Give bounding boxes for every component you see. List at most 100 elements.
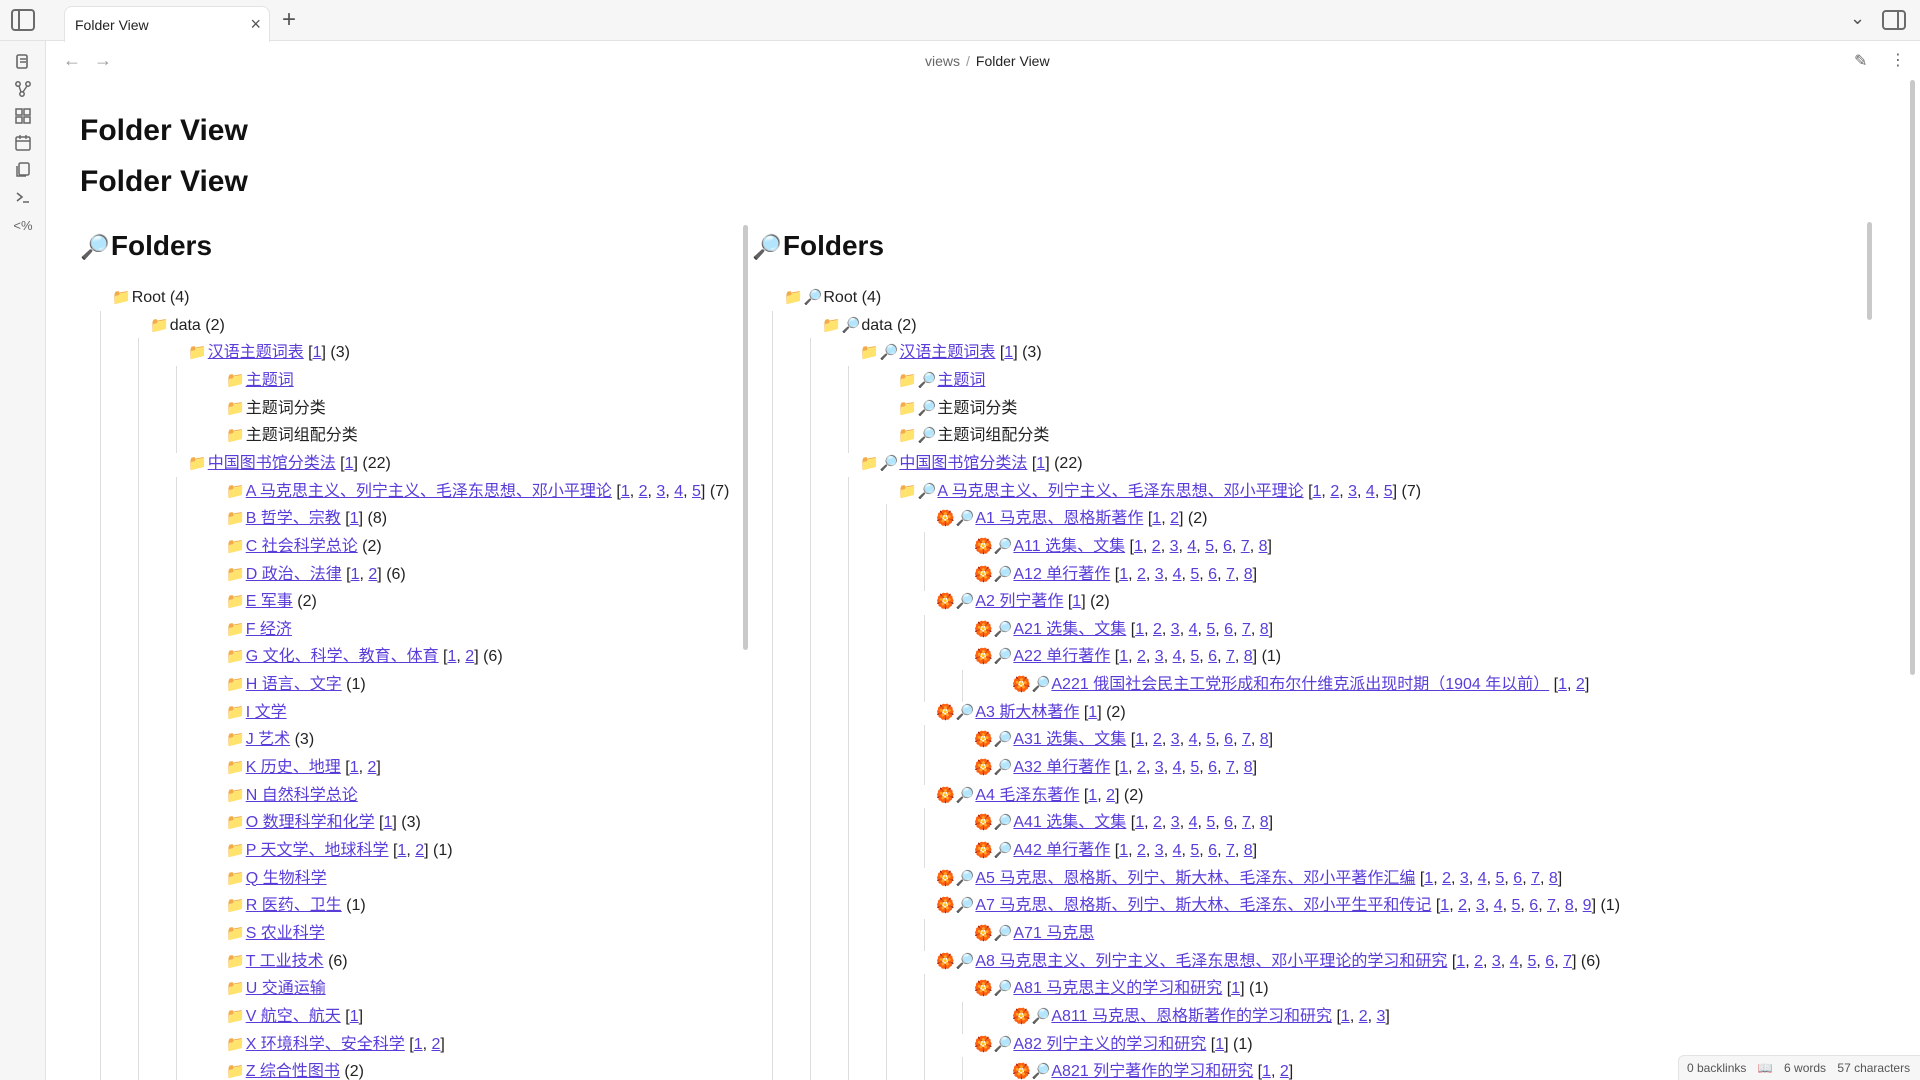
ref-link[interactable]: 4 [1172,842,1182,859]
folder-label[interactable]: A4 毛泽东著作 [975,786,1080,804]
folder-label[interactable]: A2 列宁著作 [975,593,1064,611]
folder-label[interactable]: E 军事 [245,593,293,611]
magnifier-icon[interactable]: 🔎 [993,537,1013,555]
ref-link[interactable]: 8 [1548,869,1558,887]
ref-link[interactable]: 5 [1190,759,1200,777]
ref-link[interactable]: 2 [1136,759,1146,777]
folder-label[interactable]: R 医药、卫生 [245,897,342,915]
ref-link[interactable]: 6 [1208,842,1218,859]
ref-link[interactable]: 1 [397,842,407,859]
magnifier-icon[interactable]: 🔎 [1031,1007,1051,1025]
ref-link[interactable]: 6 [1513,869,1523,887]
magnifier-icon[interactable]: 🔎 [955,952,975,970]
more-options-icon[interactable]: ⋮ [1890,52,1906,69]
folder-label[interactable]: A11 选集、文集 [1013,537,1126,555]
ref-link[interactable]: 2 [1330,482,1340,500]
ref-link[interactable]: 2 [1279,1063,1289,1080]
ref-link[interactable]: 1 [1088,703,1098,721]
ref-link[interactable]: 2 [1152,814,1162,832]
folder-label[interactable]: A221 俄国社会民主工党形成和布尔什维克派出现时期（1904 年以前） [1051,676,1550,694]
ref-link[interactable]: 7 [1225,565,1235,583]
ref-link[interactable]: 1 [1424,869,1434,887]
ref-link[interactable]: 1 [1119,565,1129,583]
ref-link[interactable]: 2 [415,842,425,859]
ref-link[interactable]: 1 [350,565,360,583]
magnifier-icon[interactable]: 🔎 [955,593,975,611]
folder-label[interactable]: 主题词 [937,371,986,389]
ref-link[interactable]: 2 [368,565,378,583]
ref-link[interactable]: 5 [1205,537,1215,555]
folder-label[interactable]: I 文学 [245,703,287,721]
magnifier-icon[interactable]: 🔎 [993,565,1013,583]
ref-link[interactable]: 5 [1495,869,1505,887]
folder-label[interactable]: A31 选集、文集 [1013,731,1127,749]
ref-link[interactable]: 8 [1243,648,1253,666]
backlinks-count[interactable]: 0 backlinks [1687,1061,1747,1075]
folder-label[interactable]: A41 选集、文集 [1013,814,1127,832]
magnifier-icon[interactable]: 🔎 [917,399,937,417]
folder-label[interactable]: 中国图书馆分类法 [899,454,1028,472]
ref-link[interactable]: 3 [656,482,666,500]
ref-link[interactable]: 8 [1243,565,1253,583]
folder-label[interactable]: A12 单行著作 [1013,565,1111,583]
ref-link[interactable]: 1 [1119,759,1129,777]
folder-label[interactable]: A81 马克思主义的学习和研究 [1013,980,1223,998]
blocks-icon[interactable] [12,107,34,129]
ref-link[interactable]: 1 [1456,952,1466,970]
ref-link[interactable]: 6 [1208,565,1218,583]
back-arrow-icon[interactable]: ← [63,50,81,70]
new-tab-icon[interactable]: + [282,6,297,33]
folder-label[interactable]: G 文化、科学、教育、体育 [245,648,439,666]
magnifier-icon[interactable]: 🔎 [955,897,975,915]
magnifier-icon[interactable]: 🔎 [993,648,1013,666]
ref-link[interactable]: 1 [1004,344,1014,362]
ref-link[interactable]: 3 [1154,648,1164,666]
ref-link[interactable]: 2 [1575,676,1585,694]
ref-link[interactable]: 2 [1136,842,1146,859]
magnifier-icon[interactable]: 🔎 [993,620,1013,638]
ref-link[interactable]: 2 [367,759,377,777]
breadcrumb-current[interactable]: Folder View [975,53,1050,69]
ref-link[interactable]: 3 [1491,952,1501,970]
folder-label[interactable]: K 历史、地理 [245,759,341,777]
ref-link[interactable]: 8 [1258,537,1268,555]
ref-link[interactable]: 1 [1440,897,1450,915]
ref-link[interactable]: 1 [349,1007,359,1025]
magnifier-icon[interactable]: 🔎 [803,289,823,306]
folder-label[interactable]: 中国图书馆分类法 [207,454,336,472]
magnifier-icon[interactable]: 🔎 [841,316,861,334]
ref-link[interactable]: 5 [1383,482,1393,500]
ref-link[interactable]: 7 [1225,842,1235,859]
ref-link[interactable]: 8 [1259,620,1269,638]
ref-link[interactable]: 5 [1190,648,1200,666]
folder-label[interactable]: A71 马克思 [1013,924,1095,942]
ref-link[interactable]: 8 [1259,731,1269,749]
ref-link[interactable]: 2 [638,482,648,500]
folder-label[interactable]: C 社会科学总论 [245,537,358,555]
ref-link[interactable]: 6 [1208,648,1218,666]
ref-link[interactable]: 5 [692,482,701,500]
ref-link[interactable]: 1 [1134,537,1143,555]
folder-label[interactable]: Z 综合性图书 [245,1063,340,1080]
magnifier-icon[interactable]: 🔎 [955,869,975,887]
ref-link[interactable]: 5 [1206,731,1216,749]
ref-link[interactable]: 4 [1188,620,1198,638]
ref-link[interactable]: 3 [1154,565,1164,583]
folder-label[interactable]: B 哲学、宗教 [245,510,341,528]
magnifier-icon[interactable]: 🔎 [1031,1063,1051,1080]
ref-link[interactable]: 7 [1547,897,1556,915]
copy-icon[interactable] [12,161,34,183]
folder-label[interactable]: H 语言、文字 [245,676,342,694]
magnifier-icon[interactable]: 🔎 [955,786,975,804]
ref-link[interactable]: 7 [1241,620,1251,638]
magnifier-icon[interactable]: 🔎 [955,510,975,528]
ref-link[interactable]: 3 [1170,731,1180,749]
magnifier-icon[interactable]: 🔎 [993,924,1013,942]
folder-label[interactable]: Q 生物科学 [245,869,327,887]
ref-link[interactable]: 4 [1188,814,1198,832]
ref-link[interactable]: 7 [1241,731,1251,749]
chevron-down-icon[interactable]: ⌄ [1850,8,1866,28]
magnifier-icon[interactable]: 🔎 [955,703,975,721]
ref-link[interactable]: 5 [1511,897,1521,915]
ref-link[interactable]: 8 [1564,897,1574,915]
